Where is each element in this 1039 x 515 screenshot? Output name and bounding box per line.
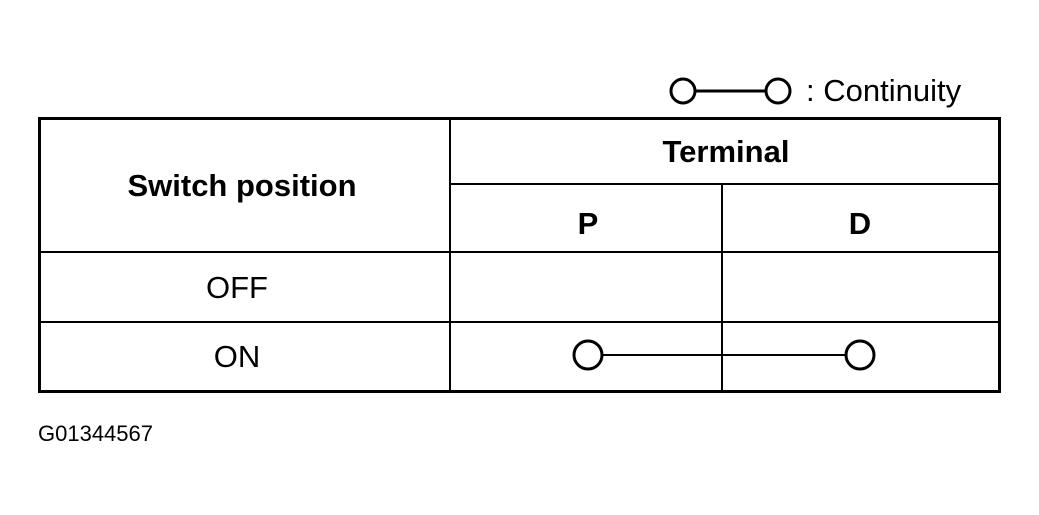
header-terminal-d: D [848,206,872,241]
table-border [38,117,1001,393]
header-terminal-p: P [577,206,599,241]
header-switch-position: Switch position [127,168,357,203]
header-terminal: Terminal [662,134,790,169]
row-on-label: ON [213,339,261,374]
on-row-continuity-icon [572,339,876,371]
figure-id: G01344567 [38,421,153,446]
legend-label: : Continuity [806,73,962,108]
row-off-label: OFF [206,270,268,305]
legend-continuity-icon [669,77,792,105]
